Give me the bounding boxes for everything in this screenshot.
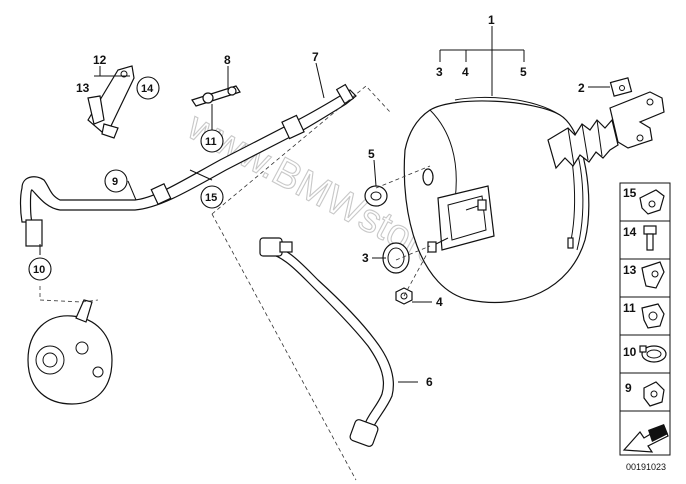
callout-5-top: 5	[520, 65, 527, 79]
clevis-fork[interactable]	[609, 77, 665, 149]
legend-label-10: 10	[623, 345, 637, 359]
callout-7: 7	[312, 50, 319, 64]
clamp-13-icon	[641, 261, 665, 289]
legend-label-15: 15	[623, 186, 637, 200]
hose-bracket[interactable]	[87, 65, 135, 139]
solid-leaders	[39, 26, 610, 383]
callout-14: 14	[141, 83, 154, 95]
vacuum-hose[interactable]	[19, 83, 357, 247]
callout-labels: 1 3 4 5 2 12 13 8 7 5 3 4 6	[76, 13, 585, 389]
seal-ring[interactable]	[364, 185, 388, 207]
callout-8: 8	[224, 53, 231, 67]
brake-booster[interactable]	[403, 96, 590, 304]
callout-6: 6	[426, 375, 433, 389]
legend-label-11: 11	[623, 301, 636, 315]
callout-12: 12	[93, 53, 107, 67]
clip-15-icon	[639, 189, 665, 215]
callout-1: 1	[488, 13, 495, 27]
callout-3-top: 3	[436, 65, 443, 79]
callout-5: 5	[368, 147, 375, 161]
callout-4: 4	[436, 295, 443, 309]
legend-label-13: 13	[623, 263, 637, 277]
circled-callouts: 14 11 15 9 10	[28, 76, 224, 281]
legend-panel: 15 14 13 11	[619, 182, 671, 456]
legend-item-9[interactable]: 9	[625, 381, 665, 407]
legend-item-15[interactable]: 15	[623, 186, 665, 215]
callout-13: 13	[76, 81, 90, 95]
callout-15: 15	[205, 192, 217, 204]
clip-11-icon	[641, 303, 665, 329]
hose-holder[interactable]	[191, 85, 241, 107]
callout-10: 10	[33, 264, 45, 276]
clip-9-icon	[643, 381, 665, 407]
legend-item-11[interactable]: 11	[623, 301, 665, 329]
callout-2: 2	[578, 81, 585, 95]
callout-11: 11	[205, 136, 217, 148]
booster-bellows[interactable]	[547, 118, 619, 170]
bolt-14-icon	[643, 225, 657, 251]
legend-label-9: 9	[625, 381, 632, 395]
callout-9: 9	[112, 176, 118, 188]
callout-4-top: 4	[462, 65, 469, 79]
arrow-icon	[622, 424, 669, 453]
diagram-code: 00191023	[626, 462, 666, 472]
hose-clamp-10-icon	[639, 345, 667, 363]
legend-item-13[interactable]: 13	[623, 261, 665, 289]
leader-lines	[39, 85, 431, 481]
vacuum-pump[interactable]	[27, 299, 113, 405]
o-ring[interactable]	[382, 242, 410, 274]
legend-label-14: 14	[623, 225, 637, 239]
vacuum-pipe[interactable]	[259, 237, 395, 447]
callout-3: 3	[362, 251, 369, 265]
legend-item-10[interactable]: 10	[623, 345, 667, 363]
legend-item-14[interactable]: 14	[623, 225, 657, 251]
